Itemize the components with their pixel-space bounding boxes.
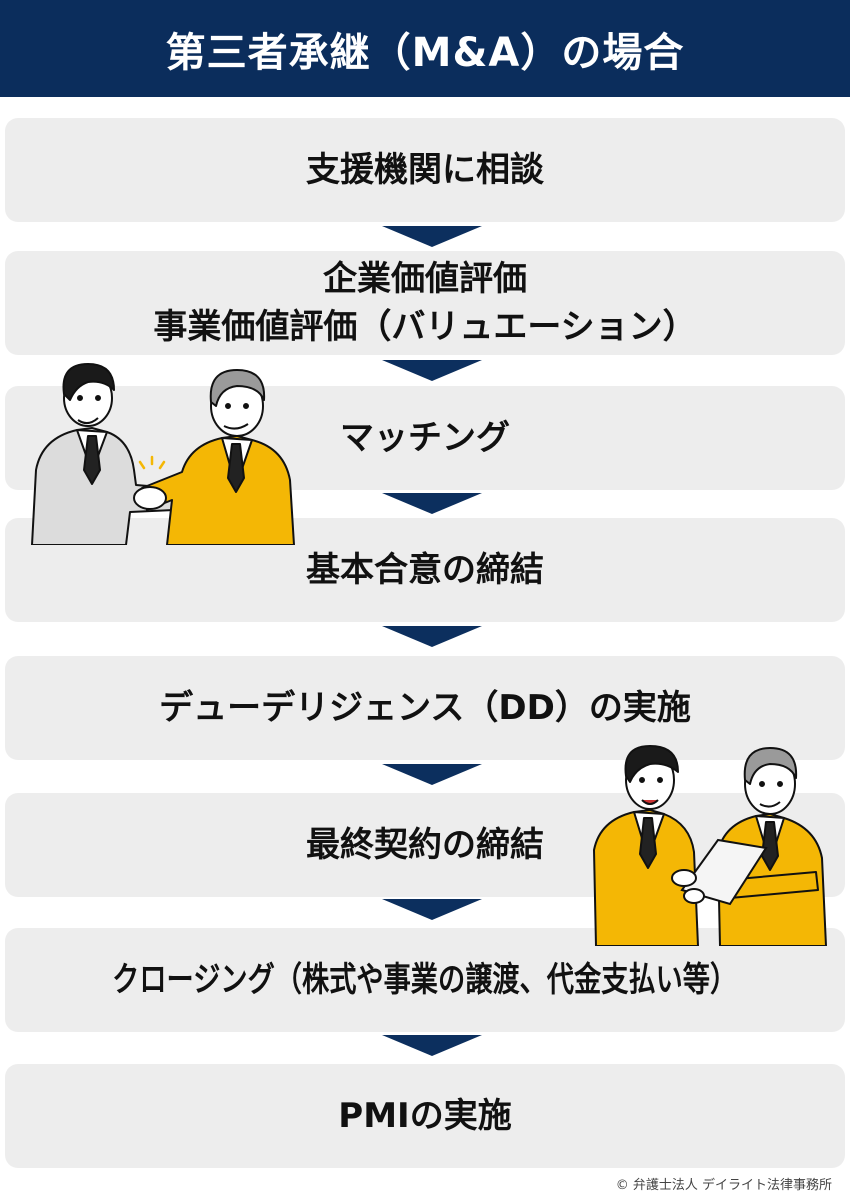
down-arrow-icon	[382, 493, 482, 514]
page-title: 第三者承継（M&A）の場合	[165, 29, 685, 76]
flow-step-due-diligence: デューデリジェンス（DD）の実施	[5, 656, 845, 760]
flow-step-basic-agreement: 基本合意の締結	[5, 518, 845, 622]
step-label: 最終契約の締結	[306, 825, 544, 865]
step-label: マッチング	[340, 418, 510, 458]
step-label-line-1: 企業価値評価	[323, 259, 527, 299]
step-label: PMIの実施	[338, 1096, 512, 1136]
step-label: 基本合意の締結	[306, 550, 544, 590]
down-arrow-icon	[382, 226, 482, 247]
document-review-businessmen-illustration	[593, 745, 827, 946]
down-arrow-icon	[382, 899, 482, 920]
handshake-businessmen-illustration	[31, 363, 295, 545]
step-label: デューデリジェンス（DD）の実施	[159, 688, 691, 728]
step-label-line-2: 事業価値評価（バリュエーション）	[153, 307, 697, 347]
flow-step-valuation: 企業価値評価 事業価値評価（バリュエーション）	[5, 251, 845, 355]
flow-step-matching: マッチング	[5, 386, 845, 490]
down-arrow-icon	[382, 626, 482, 647]
step-label: 支援機関に相談	[306, 150, 544, 190]
step-label: クロージング（株式や事業の譲渡、代金支払い等）	[112, 960, 738, 1000]
page-header: 第三者承継（M&A）の場合	[0, 0, 850, 97]
flow-step-closing: クロージング（株式や事業の譲渡、代金支払い等）	[5, 928, 845, 1032]
down-arrow-icon	[382, 360, 482, 381]
flow-step-pmi: PMIの実施	[5, 1064, 845, 1168]
down-arrow-icon	[382, 764, 482, 785]
down-arrow-icon	[382, 1035, 482, 1056]
flow-step-consult: 支援機関に相談	[5, 118, 845, 222]
copyright-notice: © 弁護士法人 デイライト法律事務所	[615, 1178, 832, 1193]
